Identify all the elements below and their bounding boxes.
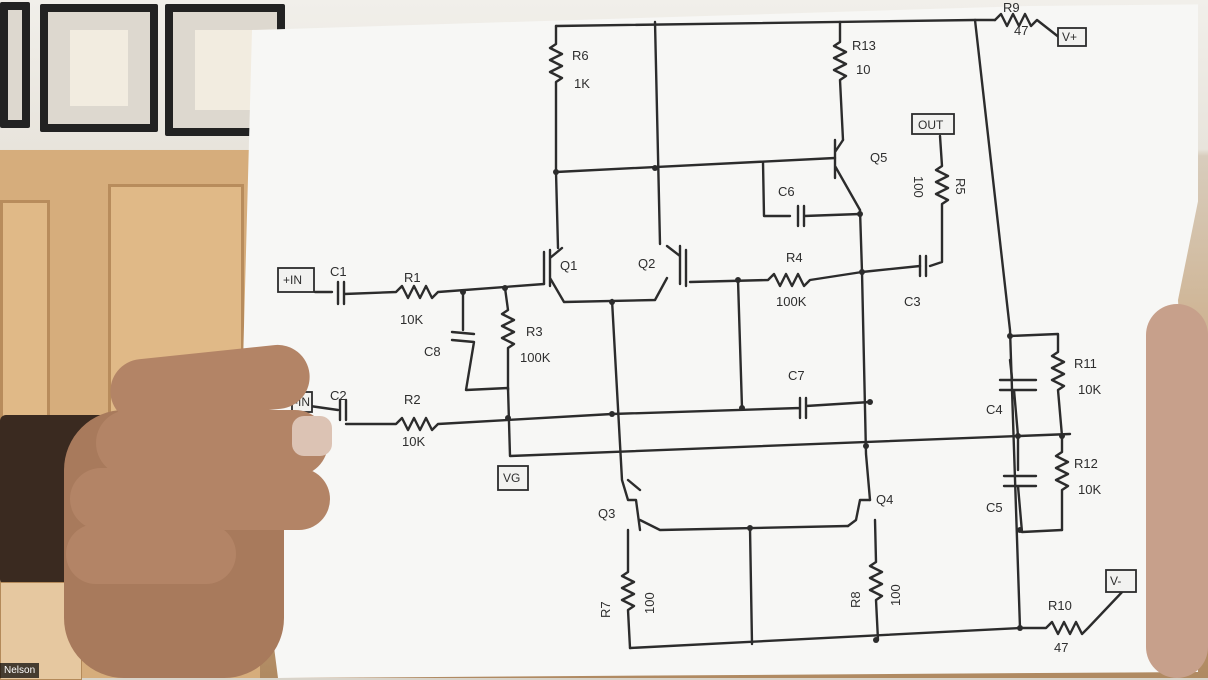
R6-value: 1K: [574, 76, 590, 91]
R5-value: 100: [911, 176, 926, 198]
R12-value: 10K: [1078, 482, 1101, 497]
out-terminal: OUT: [911, 113, 955, 135]
Q1-ref: Q1: [560, 258, 577, 273]
R2-ref: R2: [404, 392, 421, 407]
R1-value: 10K: [400, 312, 423, 327]
R13-value: 10: [856, 62, 870, 77]
C3-ref: C3: [904, 294, 921, 309]
picture-frame: [40, 4, 158, 132]
participant-name-tag: Nelson: [0, 663, 40, 678]
svg-text:+IN: +IN: [283, 273, 302, 287]
R1-ref: R1: [404, 270, 421, 285]
finger: [66, 524, 236, 584]
vplus-terminal: V+: [1057, 27, 1087, 47]
C8-ref: C8: [424, 344, 441, 359]
C2-ref: C2: [330, 388, 347, 403]
R10-value: 47: [1054, 640, 1068, 655]
Q3-ref: Q3: [598, 506, 615, 521]
schematic-paper: [242, 4, 1198, 678]
fingernail: [292, 416, 332, 456]
R5-ref: R5: [953, 178, 968, 195]
R10-ref: R10: [1048, 598, 1072, 613]
picture-frame: [0, 2, 30, 128]
Q5-ref: Q5: [870, 150, 887, 165]
R7-ref: R7: [598, 601, 613, 618]
svg-text:V-: V-: [1110, 574, 1121, 588]
C5-ref: C5: [986, 500, 1003, 515]
R9-ref: R9: [1003, 0, 1020, 15]
svg-text:OUT: OUT: [918, 118, 944, 132]
R6-ref: R6: [572, 48, 589, 63]
R12-ref: R12: [1074, 456, 1098, 471]
R8-value: 100: [888, 584, 903, 606]
R13-ref: R13: [852, 38, 876, 53]
R9-value: 47: [1014, 23, 1028, 38]
R3-value: 100K: [520, 350, 551, 365]
svg-text:V+: V+: [1062, 30, 1077, 44]
finger: [70, 468, 330, 530]
Q4-ref: Q4: [876, 492, 893, 507]
R11-value: 10K: [1078, 382, 1101, 397]
R4-value: 100K: [776, 294, 807, 309]
R4-ref: R4: [786, 250, 803, 265]
R7-value: 100: [642, 592, 657, 614]
R8-ref: R8: [848, 591, 863, 608]
svg-text:VG: VG: [503, 471, 520, 485]
R3-ref: R3: [526, 324, 543, 339]
C6-ref: C6: [778, 184, 795, 199]
C7-ref: C7: [788, 368, 805, 383]
in-plus-terminal: +IN: [277, 267, 315, 293]
Q2-ref: Q2: [638, 256, 655, 271]
finger: [96, 410, 328, 476]
gnd-terminal: VG: [497, 465, 529, 491]
C4-ref: C4: [986, 402, 1003, 417]
vminus-terminal: V-: [1105, 569, 1137, 593]
R11-ref: R11: [1074, 356, 1097, 371]
right-hand: [1146, 304, 1208, 678]
R2-value: 10K: [402, 434, 425, 449]
C1-ref: C1: [330, 264, 347, 279]
